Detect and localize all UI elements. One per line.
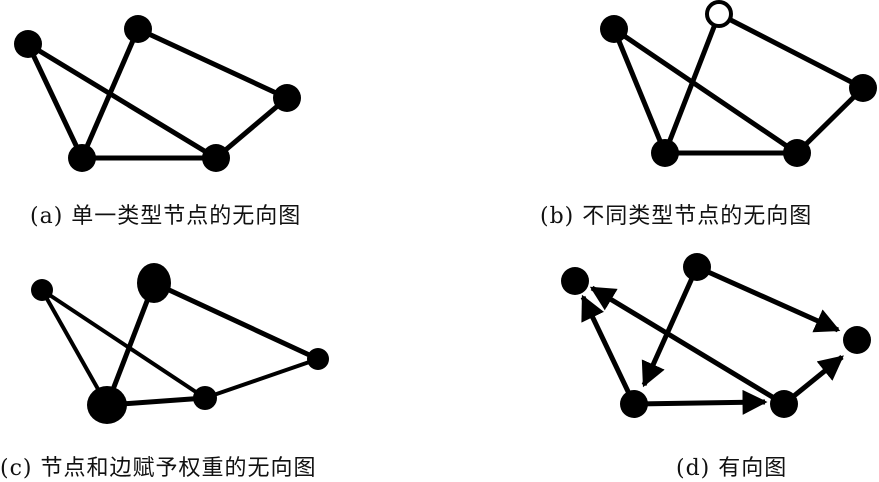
node: [124, 15, 152, 43]
node: [600, 15, 628, 43]
edge: [612, 26, 799, 156]
node: [849, 74, 877, 102]
caption-a: (a) 单一类型节点的无向图: [30, 204, 302, 229]
arrow-edge: [641, 265, 700, 388]
node: [202, 144, 230, 172]
node: [193, 386, 217, 410]
edge: [25, 42, 85, 160]
node: [273, 84, 301, 112]
edge: [662, 13, 722, 154]
edge: [79, 28, 141, 159]
node: [770, 390, 798, 418]
edge: [611, 28, 668, 154]
arrow-edge: [695, 264, 841, 333]
arrow-edge: [589, 285, 786, 407]
edge: [717, 11, 865, 91]
node: [87, 386, 127, 424]
graph-b: [600, 0, 877, 167]
caption-b: (b) 不同类型节点的无向图: [540, 204, 813, 229]
node: [561, 267, 589, 295]
node: [14, 30, 42, 58]
edge: [26, 41, 218, 161]
node: [683, 253, 711, 281]
node: [651, 139, 679, 167]
edge: [204, 357, 319, 400]
node: [843, 326, 871, 354]
graph-a: [14, 15, 301, 172]
arrow-edge: [633, 389, 768, 415]
node: [68, 144, 96, 172]
node: [620, 390, 648, 418]
caption-d: (d) 有向图: [676, 456, 788, 481]
edge: [795, 86, 865, 155]
edge: [152, 280, 320, 362]
arrow-edge: [580, 294, 637, 406]
node: [137, 263, 171, 303]
node: [783, 139, 811, 167]
edge: [214, 96, 289, 160]
graph-d: [561, 253, 871, 418]
graph-c: [31, 263, 329, 424]
edge: [104, 282, 157, 406]
open-node: [705, 0, 733, 28]
edge: [136, 26, 289, 101]
edge: [40, 289, 109, 406]
caption-c: (c) 节点和边赋予权重的无向图: [0, 456, 317, 481]
node: [307, 348, 329, 370]
node: [31, 279, 53, 301]
edge: [40, 288, 207, 400]
